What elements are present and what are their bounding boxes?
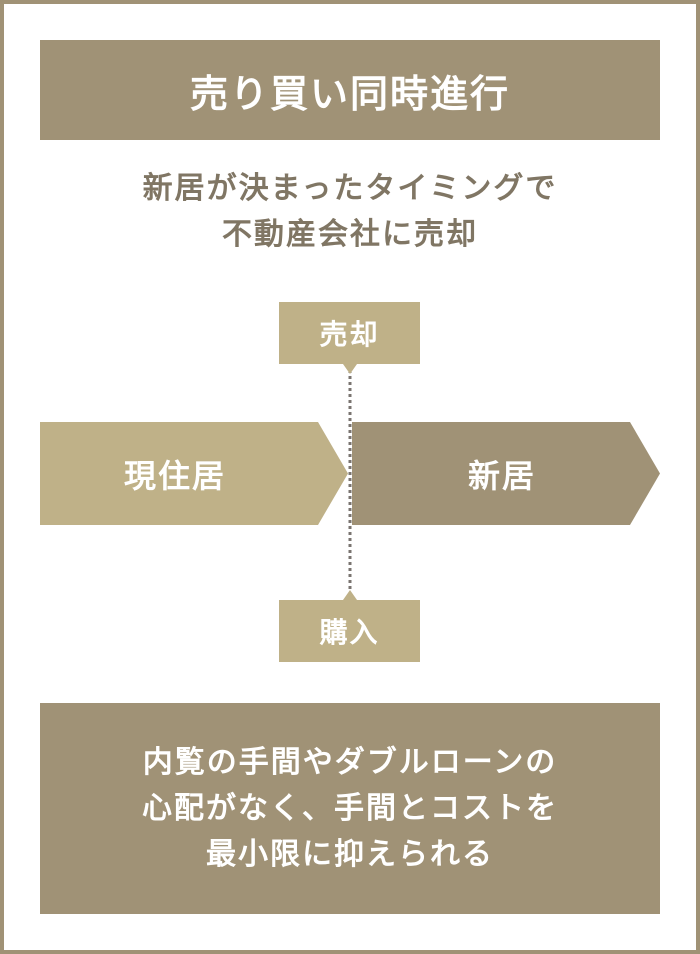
sell-tag-pointer bbox=[343, 364, 357, 374]
title-banner: 売り買い同時進行 bbox=[40, 40, 660, 140]
new-home-arrow bbox=[352, 422, 660, 525]
sell-tag: 売却 bbox=[279, 302, 420, 364]
buy-tag: 購入 bbox=[279, 600, 420, 662]
buy-tag-label: 購入 bbox=[319, 616, 380, 649]
summary-line-2: 心配がなく、手間とコストを bbox=[142, 790, 558, 826]
subtitle: 新居が決まったタイミングで 不動産会社に売却 bbox=[40, 166, 660, 258]
buy-tag-pointer bbox=[343, 590, 357, 600]
current-home-arrow bbox=[40, 422, 348, 525]
subtitle-line-2: 不動産会社に売却 bbox=[222, 217, 478, 252]
sell-tag-label: 売却 bbox=[319, 318, 380, 351]
summary-line-3: 最小限に抑えられる bbox=[206, 836, 494, 872]
summary-line-1: 内覧の手間やダブルローンの bbox=[142, 744, 558, 780]
current-home-label: 現住居 bbox=[123, 456, 226, 495]
page-title: 売り買い同時進行 bbox=[189, 71, 510, 116]
subtitle-line-1: 新居が決まったタイミングで bbox=[142, 171, 558, 206]
summary-box: 内覧の手間やダブルローンの 心配がなく、手間とコストを 最小限に抑えられる bbox=[40, 703, 660, 914]
new-home-label: 新居 bbox=[467, 456, 536, 495]
